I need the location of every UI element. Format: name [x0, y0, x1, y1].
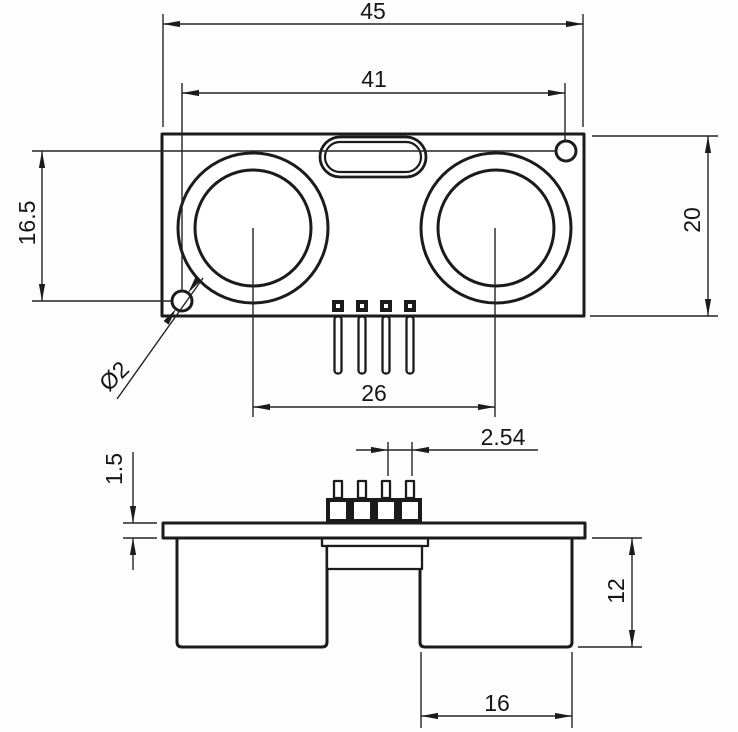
dim-can-height-label: 12 — [603, 578, 629, 604]
transducer-can-right — [418, 536, 574, 649]
arrowhead — [163, 309, 176, 325]
pin-tips-side — [332, 479, 416, 500]
pin-tip — [380, 479, 392, 500]
arrowhead — [478, 403, 495, 411]
dim-board-height-label: 20 — [679, 207, 705, 233]
right-transducer-inner — [436, 168, 556, 288]
dim-pin-pitch-label: 2.54 — [481, 424, 526, 450]
front-view — [160, 132, 586, 375]
dim-overall-width: 45 — [162, 0, 584, 127]
crystal-capsule-outer — [318, 135, 428, 179]
pin-header-cells — [330, 502, 418, 519]
arrowhead — [412, 446, 429, 454]
arrowhead — [188, 277, 201, 293]
header-pins-front — [333, 315, 415, 375]
arrowhead — [704, 299, 712, 316]
pin-header-cell — [378, 502, 394, 519]
side-view — [161, 479, 587, 649]
arrowhead — [628, 630, 636, 647]
dim-can-height: 12 — [578, 537, 642, 648]
arrowhead — [555, 712, 572, 720]
dim-overall-width-label: 45 — [360, 0, 386, 24]
dim-hole-diameter-label: Ø2 — [94, 356, 134, 396]
arrowhead — [129, 506, 137, 523]
arrowhead — [129, 538, 137, 555]
arrowhead — [38, 151, 46, 168]
header-pin — [333, 315, 343, 375]
dim-hole-span-vertical: 16.5 — [14, 150, 556, 302]
pin-header-cell — [354, 502, 370, 519]
leader-line — [116, 277, 204, 400]
dim-hole-span-horizontal-label: 41 — [361, 66, 387, 92]
dim-can-width: 16 — [420, 652, 573, 728]
arrowhead — [628, 538, 636, 555]
arrowhead — [163, 20, 180, 28]
dim-pin-pitch: 2.54 — [356, 424, 538, 476]
dim-pcb-thickness-label: 1.5 — [101, 453, 127, 485]
solder-pad-dot — [336, 304, 340, 308]
mounting-hole-top-right — [554, 139, 578, 163]
pin-tip — [356, 479, 368, 500]
header-pin — [381, 315, 391, 375]
header-pin — [405, 315, 415, 375]
solder-pad-dot — [360, 304, 364, 308]
pcb-side — [161, 521, 587, 540]
dim-transducer-spacing: 26 — [252, 228, 496, 417]
pin-tip — [404, 479, 416, 500]
arrowhead — [548, 89, 565, 97]
arrowhead — [371, 446, 388, 454]
pin-header-cell — [330, 502, 346, 519]
dim-hole-span-vertical-label: 16.5 — [14, 201, 40, 246]
dim-pcb-thickness: 1.5 — [101, 452, 157, 570]
arrowhead — [566, 20, 583, 28]
arrowhead — [421, 712, 438, 720]
crystal-side-body — [325, 544, 424, 571]
solder-pads — [332, 300, 416, 312]
header-pin — [357, 315, 367, 375]
solder-pad-dot — [384, 304, 388, 308]
crystal-capsule-inner — [323, 140, 423, 174]
dim-board-height: 20 — [590, 135, 718, 317]
transducer-can-left — [175, 536, 329, 649]
pin-header-cell — [402, 502, 418, 519]
dim-hole-span-horizontal: 41 — [181, 66, 566, 291]
dim-transducer-spacing-label: 26 — [361, 380, 387, 406]
arrowhead — [38, 284, 46, 301]
arrowhead — [704, 136, 712, 153]
arrowhead — [253, 403, 270, 411]
pin-tip — [332, 479, 344, 500]
solder-pad-dot — [408, 304, 412, 308]
dim-can-width-label: 16 — [484, 690, 510, 716]
arrowhead — [182, 89, 199, 97]
